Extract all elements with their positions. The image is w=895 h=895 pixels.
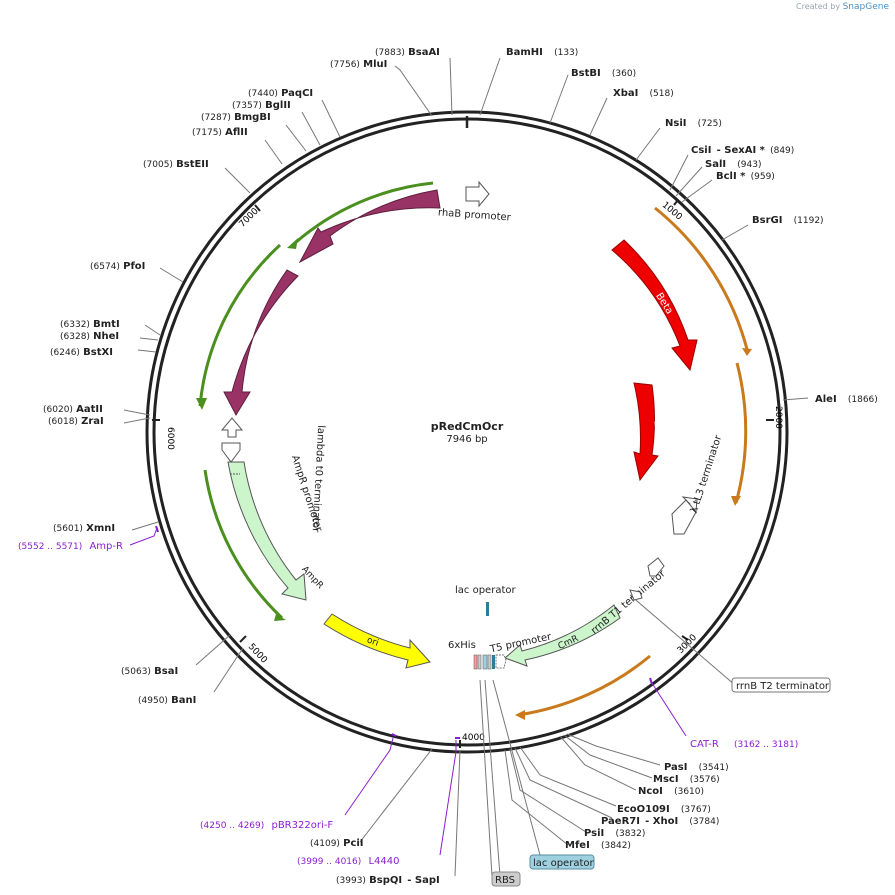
site-ncoi: NcoI (3610): [638, 786, 704, 797]
primer-l4440-mark: [439, 740, 457, 856]
site-aatii: (6020) AatII: [43, 404, 103, 415]
primer-labels: (5552 .. 5571) Amp-R CAT-R (3162 .. 3181…: [18, 541, 798, 867]
ori-label: ori: [365, 635, 379, 648]
site-ecoo109i: EcoO109I (3767): [617, 804, 711, 815]
rhaS-arrow: [298, 189, 441, 264]
primer-cat-r-mark: [649, 679, 687, 737]
orf-arc-rhaS-region: [294, 181, 434, 245]
site-pfoi: (6574) PfoI: [90, 261, 145, 272]
site-bglii: (7357) BglII: [232, 100, 291, 111]
primer-l4440: (3999 .. 4016) L4440: [297, 856, 400, 867]
site-msci: MscI (3576): [653, 774, 720, 785]
site-bsrgi: BsrGI (1192): [752, 215, 824, 226]
site-bmti: (6332) BmtI: [60, 319, 120, 330]
lambda-tl3-terminator-label: λ tL3 terminator: [689, 433, 725, 515]
orf-arc-cmr-region: [517, 654, 651, 717]
beta-arrow: [611, 239, 698, 372]
snapgene-credit: Created by SnapGene: [796, 2, 889, 12]
tick-label-7000: 7000: [238, 206, 261, 229]
rhaS-label: rhaS: [359, 215, 384, 235]
credit-prefix: Created by: [796, 2, 841, 11]
ampr-arrow: [227, 461, 307, 601]
lac-operator-top-label: lac operator: [455, 585, 516, 596]
primer-cat-r: CAT-R (3162 .. 3181): [690, 739, 798, 750]
orf-arcs: [198, 181, 750, 717]
site-paer7i: PaeR7I - XhoI (3784): [601, 816, 719, 827]
site-xmni: (5601) XmnI: [53, 523, 115, 534]
site-nsii: NsiI (725): [665, 118, 722, 129]
site-bsai: (5063) BsaI: [121, 666, 178, 677]
site-xbai: XbaI (518): [613, 88, 674, 99]
tick-marks: 1000 2000 3000 4000 5000 6000 7000: [152, 199, 783, 748]
site-bspqi: (3993) BspQI - SapI: [336, 875, 440, 886]
rrnb-t2-box: [731, 677, 831, 693]
backbone: [145, 110, 789, 754]
tick-label-6000: 6000: [165, 427, 175, 450]
site-bani: (4950) BanI: [138, 695, 196, 706]
orf-arc-beta-region: [654, 206, 750, 354]
rrnb-t2-terminator-arrow: [629, 589, 643, 601]
primer-amp-r: (5552 .. 5571) Amp-R: [18, 541, 123, 552]
plasmid-length: 7946 bp: [446, 434, 487, 445]
his-rbs-cluster: [473, 654, 507, 670]
primer-pbr322ori-f: (4250 .. 4269) pBR322ori-F: [200, 820, 333, 831]
site-zrai: (6018) ZraI: [48, 416, 104, 427]
orf-arc-heads: [196, 238, 752, 720]
tick-label-4000: 4000: [462, 733, 485, 743]
site-bsaai: (7883) BsaAI: [375, 47, 440, 58]
site-leader-lines: [123, 57, 809, 877]
site-bmgbi: (7287) BmgBI: [201, 112, 271, 123]
rrnb-t1-terminator-label: rrnB T1 terminator: [589, 568, 668, 637]
orf-arc-ampr-region: [203, 469, 284, 620]
plasmid-name: pRedCmOcr: [431, 420, 504, 433]
site-mfei: MfeI (3842): [565, 840, 631, 851]
rhaR-arrow: [223, 269, 299, 417]
rhab-promoter-label: rhaB promoter: [438, 207, 512, 223]
site-bamhi: BamHI (133): [506, 47, 578, 58]
primer-amp-r-mark: [129, 527, 158, 546]
rhab-promoter-arrow: [465, 180, 490, 208]
site-labels: (7883) BsaAI (7756) MluI BamHI (133) Bst…: [43, 47, 878, 886]
cmr-arrow: [504, 604, 621, 667]
primers: [129, 525, 687, 856]
site-bstbi: BstBI (360): [571, 68, 636, 79]
site-nhei: (6328) NheI: [60, 331, 119, 342]
primer-pbr322ori-f-mark: [344, 737, 394, 816]
site-bsteii: (7005) BstEII: [143, 159, 209, 170]
site-aflii: (7175) AflII: [192, 127, 248, 138]
rbs-label: RBS: [495, 875, 515, 886]
rrnb-t1-terminator-arrow: [647, 557, 665, 577]
site-psii: PsiI (3832): [584, 828, 645, 839]
site-sali: SalI (943): [705, 159, 762, 170]
tick-label-5000: 5000: [246, 642, 269, 666]
orf-arc-exo-region: [734, 362, 748, 504]
rhaR-label: rhaR: [250, 329, 269, 355]
lambda-tl3-box: [671, 499, 697, 535]
6xhis-label: 6xHis: [448, 640, 476, 651]
site-bcli: BclI * (959): [716, 171, 775, 182]
site-paqci: (7440) PaqCI: [248, 88, 313, 99]
site-bstxi: (6246) BstXI: [50, 347, 113, 358]
rrnb-t2-label: rrnB T2 terminator: [736, 681, 830, 692]
ori-arrow: [323, 613, 431, 669]
exo-arrow: [633, 382, 659, 482]
site-pcii: (4109) PciI: [310, 838, 364, 849]
site-mlui: (7756) MluI: [330, 59, 387, 70]
site-alei: AleI (1866): [815, 394, 878, 405]
site-pasi: PasI (3541): [664, 762, 729, 773]
rbs-box: [491, 871, 521, 887]
snapgene-logo: SnapGene: [842, 2, 889, 12]
ampr-promoter-arrow: [221, 442, 241, 463]
cmr-label: CmR: [557, 634, 581, 652]
exo-label: Exo: [651, 420, 664, 439]
orf-arc-rhaR-region: [198, 243, 282, 407]
lac-operator-bottom-label: lac operator: [533, 858, 594, 869]
tick-label-2000: 2000: [773, 406, 783, 429]
lac-operator-box: [529, 854, 595, 870]
feature-boxes: rrnB T2 terminator lac operator RBS: [491, 677, 831, 887]
lambda-t0-terminator-arrow: [220, 417, 244, 438]
lac-operator-top-mark: [486, 602, 489, 616]
site-csii: CsiI - SexAI * (849): [691, 145, 794, 156]
